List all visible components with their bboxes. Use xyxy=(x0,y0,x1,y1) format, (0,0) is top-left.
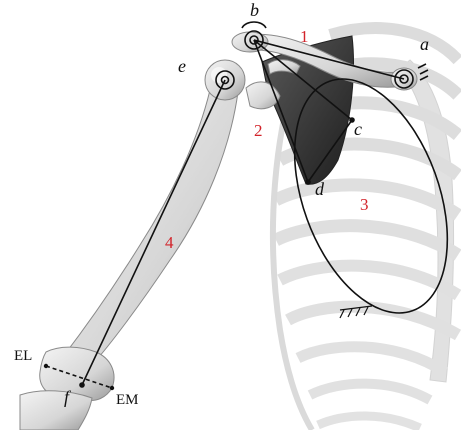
label-el: EL xyxy=(14,348,32,364)
label-segment-3: 3 xyxy=(360,195,369,214)
rib-7 xyxy=(280,266,458,295)
label-segment-1: 1 xyxy=(300,27,309,46)
rib-9 xyxy=(298,347,445,372)
rib-10 xyxy=(310,384,430,400)
rib-11 xyxy=(318,416,420,428)
label-point-a: a xyxy=(420,34,429,54)
label-point-b: b xyxy=(250,0,259,20)
point-el-dot xyxy=(44,364,48,368)
humerus xyxy=(20,60,245,430)
rib-6 xyxy=(276,226,458,255)
point-em-dot xyxy=(110,386,114,390)
line-e-f xyxy=(82,80,225,385)
point-f-dot xyxy=(79,382,85,388)
label-point-e: e xyxy=(178,56,186,76)
point-d-dot xyxy=(305,179,311,185)
humerus-shaft xyxy=(62,84,238,365)
forearm-stub xyxy=(20,391,92,430)
label-segment-4: 4 xyxy=(165,233,174,252)
label-point-d: d xyxy=(315,179,325,199)
label-em: EM xyxy=(116,392,139,408)
label-segment-2: 2 xyxy=(254,121,263,140)
label-point-c: c xyxy=(354,119,362,139)
rib-8 xyxy=(288,307,458,335)
